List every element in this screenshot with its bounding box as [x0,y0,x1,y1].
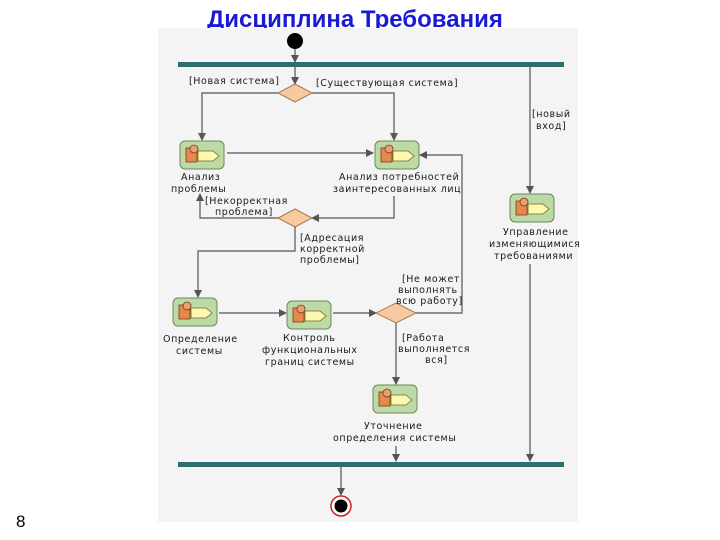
activity-control-scope-line3: границ системы [265,357,355,368]
guard-correct-problem-line1: [Адресация [300,233,364,244]
guard-new-input-line2: вход] [536,121,566,132]
decision-node [276,83,314,103]
activity-control-scope-line1: Контроль [283,333,336,344]
activity-manage-changing-line2: изменяющимися [489,239,580,250]
activity-refine-definition-line1: Уточнение [364,421,422,432]
flow-line [196,193,278,219]
activity-manage-changing-icon [509,193,555,223]
activity-define-system-icon [172,297,218,327]
activity-refine-definition-line2: определения системы [333,433,456,444]
activity-define-system-line2: системы [176,346,223,357]
activity-control-scope-line2: функциональных [262,345,358,356]
flow-line [194,227,296,298]
guard-correct-problem-line3: проблемы] [300,255,360,266]
flow-line [311,196,395,222]
final-node [334,499,348,513]
join-bar-bottom [178,462,564,467]
guard-new-input-line1: [новый [532,109,571,120]
guard-incorrect-problem-line2: проблема] [215,207,273,218]
guard-work-done-line1: [Работа [402,333,444,344]
guard-work-done-line2: выполняется [398,344,470,355]
guard-incorrect-problem-line1: [Некорректная [205,196,288,207]
activity-manage-changing-line1: Управление [503,227,569,238]
guard-cannot-do-line2: выполнять [398,285,458,296]
activity-manage-changing-line3: требованиями [494,251,573,262]
diagram-panel [158,28,578,522]
activity-analyze-problem-icon [179,140,225,170]
guard-correct-problem-line2: корректной [300,244,365,255]
flow-line [312,92,398,141]
activity-refine-definition-icon [372,384,418,414]
guard-work-done-line3: вся] [425,355,448,366]
activity-analyze-stakeholders-line2: заинтересованных лиц [333,184,461,195]
initial-node [287,33,303,49]
activity-analyze-stakeholders-line1: Анализ потребностей [339,172,459,183]
guard-new-system: [Новая система] [189,76,280,87]
activity-analyze-problem-line1: Анализ [181,172,220,183]
flow-line [416,151,463,314]
guard-cannot-do-line3: всю работу] [396,296,463,307]
activity-define-system-line1: Определение [163,334,238,345]
activity-control-scope-icon [286,300,332,330]
activity-analyze-stakeholders-icon [374,140,420,170]
page-number: 8 [16,512,26,531]
guard-existing-system: [Существующая система] [316,78,458,89]
guard-cannot-do-line1: [Не может [402,274,460,285]
activity-analyze-problem-line2: проблемы [171,184,226,195]
fork-bar-top [178,62,564,67]
flow-line [198,92,278,141]
